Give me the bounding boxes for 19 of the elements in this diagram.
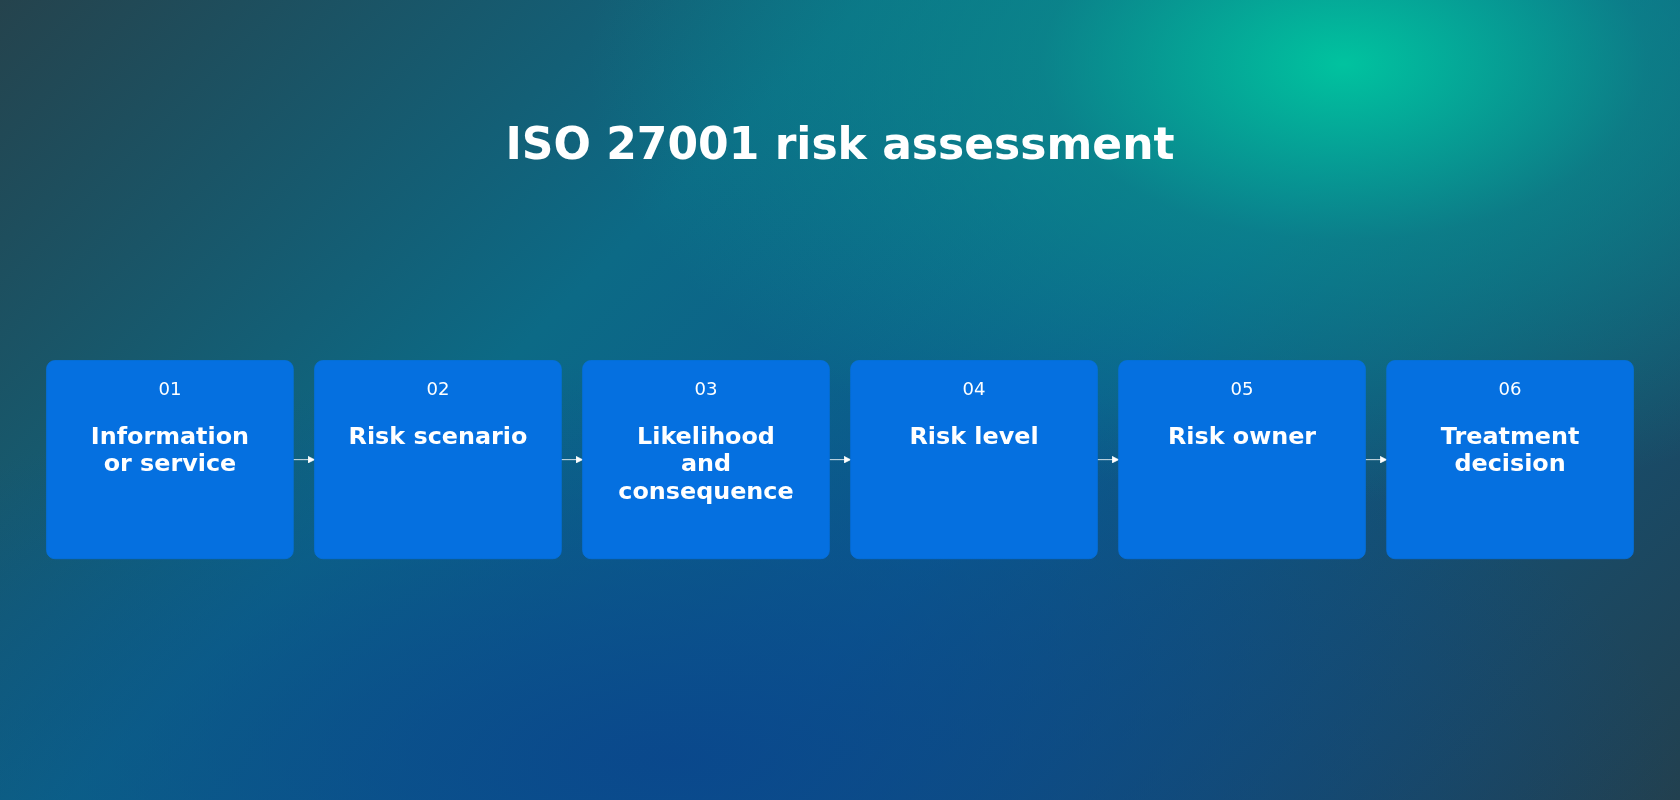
process-box: [850, 360, 1098, 560]
step-label: Likelihood and consequence: [617, 422, 795, 507]
step-label: Risk level: [908, 422, 1040, 452]
step-label: Risk scenario: [347, 422, 529, 452]
diagram-title: ISO 27001 risk assessment: [505, 118, 1175, 169]
step-number: 05: [1230, 378, 1254, 402]
process-box: [1386, 360, 1634, 560]
step-label: Treatment decision: [1439, 422, 1581, 480]
process-box: [46, 360, 294, 560]
process-box: [582, 360, 830, 560]
step-label: Risk owner: [1166, 422, 1318, 452]
step-number: 01: [158, 378, 182, 402]
step-number: 06: [1498, 378, 1522, 402]
step-number: 02: [426, 378, 450, 402]
step-number: 04: [962, 378, 986, 402]
step-label: Information or service: [89, 422, 251, 480]
process-box: [1118, 360, 1366, 560]
process-box: [314, 360, 562, 560]
step-number: 03: [694, 378, 718, 402]
